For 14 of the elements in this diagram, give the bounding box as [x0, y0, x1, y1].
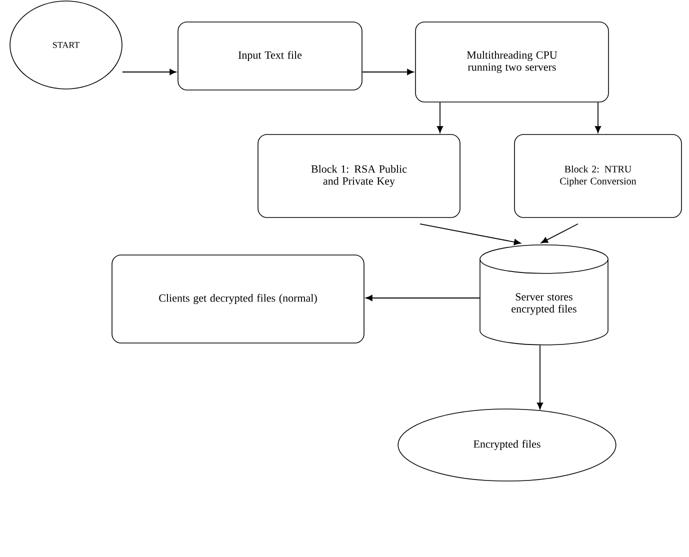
arrow — [436, 102, 444, 133]
arrow — [536, 344, 544, 410]
arrow — [594, 102, 602, 133]
arrow — [366, 294, 480, 302]
storage-cylinder: Server stores encrypted files — [480, 244, 608, 346]
arrow — [362, 68, 414, 76]
process-box: Block 2: NTRU Cipher Conversion — [514, 134, 682, 218]
arrow — [540, 223, 578, 244]
process-box: Block 1: RSA Public and Private Key — [258, 134, 460, 218]
process-box: Clients get decrypted files (normal) — [112, 254, 364, 344]
arrow — [122, 68, 176, 76]
process-box: Multithreading CPU running two servers — [415, 22, 609, 102]
process-box: Input Text file — [178, 22, 362, 90]
arrow — [420, 223, 521, 246]
